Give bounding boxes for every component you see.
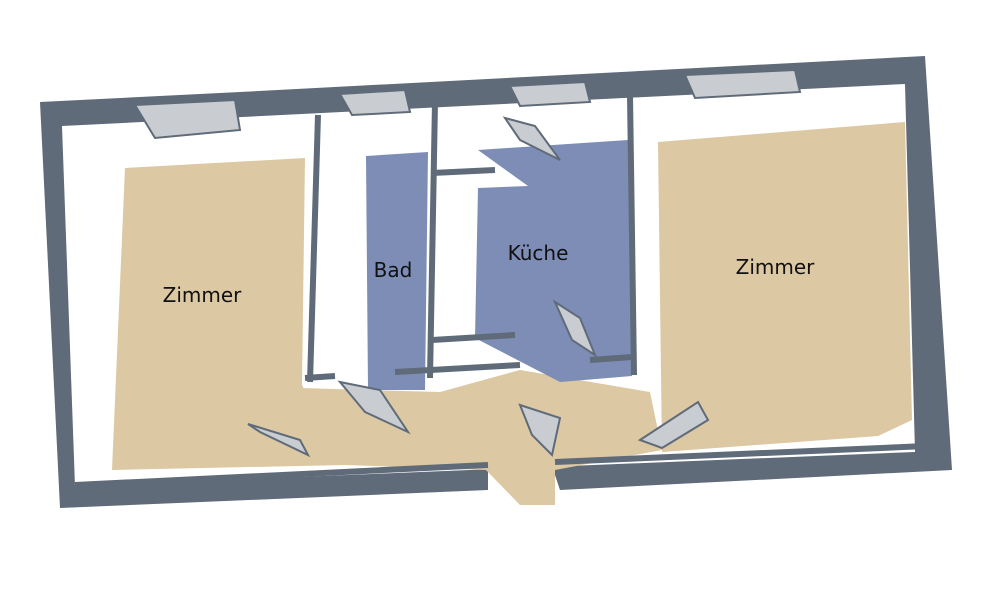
door — [247, 423, 311, 458]
room-label-zimmer-right: Zimmer — [735, 255, 815, 279]
door — [637, 400, 710, 450]
floor-hall — [300, 370, 662, 505]
floor-kueche — [475, 140, 632, 382]
door — [552, 299, 598, 358]
floor-zimmer-right — [658, 122, 912, 452]
doors — [247, 116, 710, 458]
room-label-bad: Bad — [373, 258, 413, 282]
floor-bad — [366, 152, 428, 390]
door — [337, 380, 411, 435]
windows — [133, 68, 802, 140]
door — [518, 403, 562, 458]
floor-zimmer-left — [112, 158, 345, 470]
window — [508, 80, 592, 108]
room-label-kueche: Küche — [507, 241, 569, 265]
window — [133, 98, 242, 140]
interior-walls — [74, 94, 951, 488]
room-label-zimmer-left: Zimmer — [162, 283, 242, 307]
door — [502, 116, 561, 161]
window — [683, 68, 802, 100]
window — [338, 88, 412, 117]
